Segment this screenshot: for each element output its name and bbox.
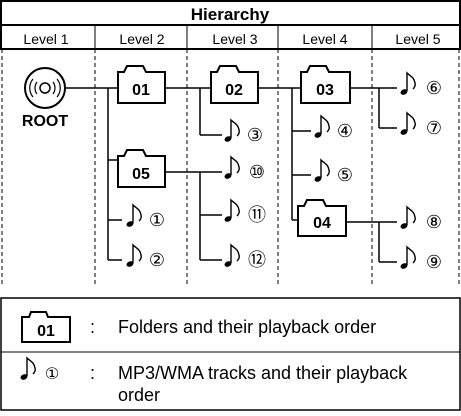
music-note-icon [222, 244, 240, 269]
music-note-icon [398, 206, 416, 231]
track-7-number: ⑦ [426, 118, 442, 138]
folder-02: 02 [210, 65, 259, 104]
root-label: ROOT [22, 113, 68, 130]
legend-folder-separator: : [90, 317, 96, 337]
legend-track-description: MP3/WMA tracks and their playback order [118, 363, 408, 405]
level-header-4: Level 4 [302, 31, 347, 47]
track-9-number: ⑨ [426, 252, 442, 272]
legend-track-sample: ① [45, 366, 59, 383]
level-header-5: Level 5 [395, 31, 440, 47]
track-3: ③ [222, 119, 263, 145]
folder-04: 04 [297, 199, 347, 237]
music-note-icon [398, 72, 416, 97]
track-1-number: ① [149, 210, 165, 230]
legend-folder-icon: 01 [21, 311, 71, 343]
music-note-icon [222, 199, 240, 224]
track-6: ⑥ [398, 72, 442, 98]
track-3-number: ③ [247, 125, 263, 145]
track-4: ④ [312, 115, 353, 141]
legend-folder-description: Folders and their playback order [118, 317, 377, 337]
music-note-icon [222, 156, 240, 181]
track-5-number: ⑤ [337, 165, 353, 185]
track-2-number: ② [149, 250, 165, 270]
track-11: ⑪ [222, 199, 266, 225]
music-note-icon [312, 159, 330, 184]
legend-track-separator: : [90, 363, 96, 383]
folder-01-label: 01 [132, 82, 150, 99]
level-header-2: Level 2 [119, 31, 164, 47]
folder-03-label: 03 [316, 82, 334, 99]
music-note-icon [18, 357, 36, 382]
track-10-number: ⑩ [249, 162, 265, 182]
folder-01: 01 [117, 65, 166, 104]
music-note-icon [398, 112, 416, 137]
folder-03: 03 [300, 65, 351, 104]
level-header-1: Level 1 [23, 31, 68, 47]
diagram-title: Hierarchy [191, 5, 270, 24]
track-4-number: ④ [337, 121, 353, 141]
track-1: ① [124, 204, 165, 230]
level-header-3: Level 3 [212, 31, 257, 47]
track-12: ⑫ [222, 244, 266, 270]
track-10: ⑩ [222, 156, 265, 182]
legend-track-icon: ① [18, 357, 59, 383]
music-note-icon [398, 246, 416, 271]
music-note-icon [124, 204, 142, 229]
music-note-icon [124, 244, 142, 269]
level-headers: Level 1 Level 2 Level 3 Level 4 Level 5 [23, 31, 440, 47]
column-dividers [1, 49, 460, 286]
folder-04-label: 04 [313, 215, 331, 232]
music-note-icon [222, 119, 240, 144]
music-note-icon [312, 115, 330, 140]
legend-frame [0, 297, 461, 411]
tree-connectors [65, 87, 397, 263]
track-6-number: ⑥ [426, 78, 442, 98]
folder-05-label: 05 [132, 166, 150, 183]
root-disc-icon [24, 67, 66, 109]
track-12-number: ⑫ [248, 250, 266, 270]
track-2: ② [124, 244, 165, 270]
folder-05: 05 [117, 149, 166, 188]
track-5: ⑤ [312, 159, 353, 185]
track-11-number: ⑪ [248, 205, 266, 225]
folder-02-label: 02 [225, 82, 243, 99]
legend-folder-sample: 01 [37, 323, 55, 340]
header-dividers [94, 25, 373, 49]
track-8: ⑧ [398, 206, 442, 232]
track-7: ⑦ [398, 112, 442, 138]
track-9: ⑨ [398, 246, 442, 272]
track-8-number: ⑧ [426, 212, 442, 232]
